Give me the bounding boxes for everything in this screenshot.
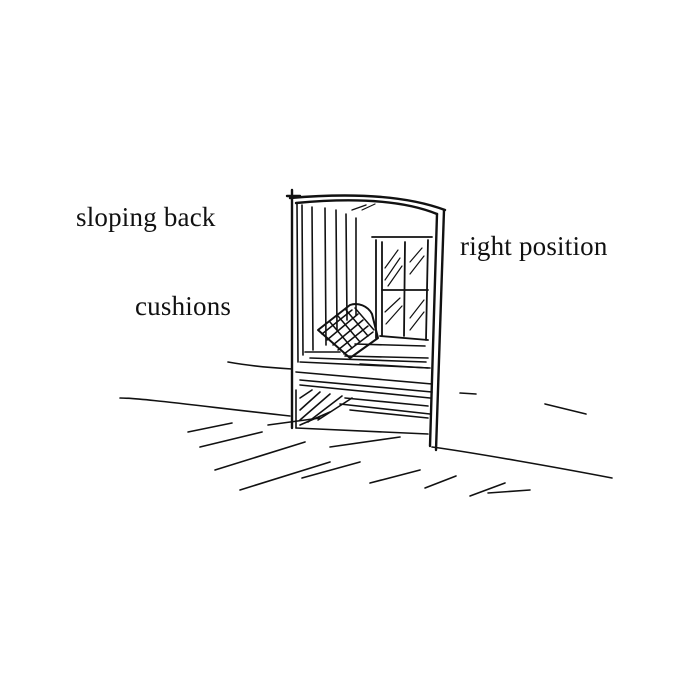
label-sloping-back: sloping back [76, 202, 216, 232]
seat-shadow [295, 389, 431, 435]
cushion [317, 303, 379, 359]
alcove-frame [285, 188, 447, 452]
floor-lines [119, 361, 613, 497]
seat [295, 343, 433, 399]
leader-lines [351, 204, 367, 211]
label-right-position: right position [460, 231, 608, 261]
label-cushions: cushions [135, 291, 232, 321]
window [361, 203, 433, 341]
sloping-back-boards [296, 203, 357, 363]
